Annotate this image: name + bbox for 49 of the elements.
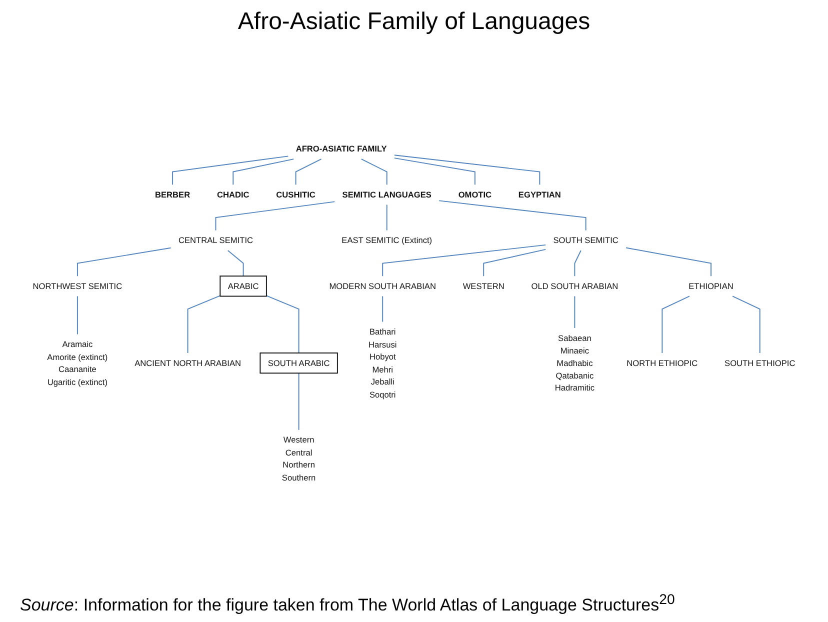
connector: [266, 295, 300, 354]
node-text: SOUTH SEMITIC: [553, 235, 618, 246]
connector: [574, 296, 576, 329]
node-text: WESTERN: [462, 281, 504, 291]
connector: [394, 154, 540, 186]
node-box: SOUTH ARABIC: [260, 352, 338, 374]
node-text: ETHIOPIAN: [688, 281, 734, 291]
node-text: AFRO-ASIATIC FAMILY: [296, 144, 387, 154]
node-text: NORTH ETHIOPIC: [626, 358, 698, 368]
node-text: EGYPTIAN: [518, 190, 561, 200]
connector: [295, 158, 322, 186]
node-box: ARABIC: [220, 276, 267, 297]
connector: [662, 296, 690, 354]
connector: [76, 247, 172, 277]
node-text: ANCIENT NORTH ARABIAN: [134, 358, 241, 368]
node-text: OLD SOUTH ARABIAN: [531, 281, 618, 291]
connector: [382, 244, 546, 277]
node-text: BERBER: [154, 190, 190, 200]
connector: [574, 250, 582, 277]
connector: [382, 296, 384, 322]
node-text: CHADIC: [216, 190, 250, 200]
connector: [76, 296, 78, 335]
connector: [172, 156, 289, 186]
connector: [386, 204, 388, 231]
node-text: Aramaic Amorite (extinct) Caananite Ugaritic (extinct): [47, 339, 108, 386]
connector: [626, 247, 712, 277]
connector: [298, 372, 300, 430]
node-text: SEMITIC LANGUAGES: [342, 190, 432, 200]
node-text: Sabaean Minaeic Madhabic Qatabanic Hadramitic: [554, 333, 595, 393]
node-text: SOUTH ETHIOPIC: [724, 358, 796, 368]
diagram-title: Afro-Asiatic Family of Languages: [238, 8, 590, 36]
node-text: MODERN SOUTH ARABIAN: [329, 281, 436, 291]
node-text: NORTHWEST SEMITIC: [32, 281, 122, 291]
connector: [227, 250, 244, 277]
connector: [483, 248, 546, 277]
node-text: CENTRAL SEMITIC: [178, 235, 254, 246]
source-caption: Source: Information for the figure taken from The World Atlas of Language Structures$^{20}$: [20, 592, 675, 616]
connector: [360, 158, 388, 186]
node-text: CUSHITIC: [276, 190, 316, 200]
connector: [215, 201, 336, 231]
connector: [732, 296, 760, 354]
node-text: Bathari Harsusi Hobyot Mehri Jeballi Soqotri: [368, 326, 397, 399]
connector: [394, 158, 476, 186]
node-text: EAST SEMITIC (Extinct): [342, 235, 432, 246]
node-text: OMOTIC: [458, 190, 492, 200]
connector: [232, 158, 294, 186]
node-text: Western Central Northern Southern: [282, 435, 316, 482]
connector: [438, 200, 586, 231]
connector: [187, 295, 221, 354]
